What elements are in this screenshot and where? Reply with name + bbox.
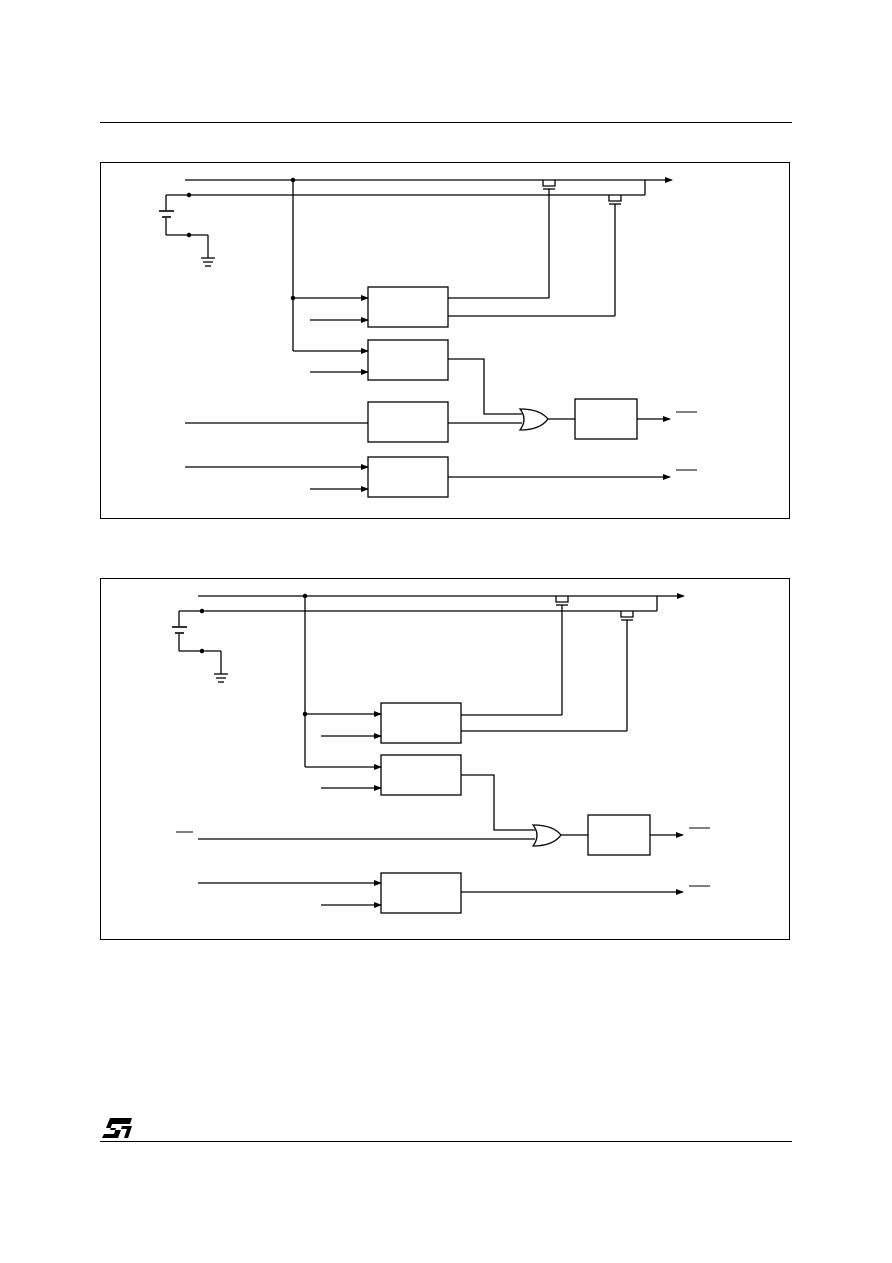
st-logo <box>102 1118 132 1138</box>
or-gate <box>518 408 549 431</box>
header-rule <box>100 122 792 123</box>
ground-icon <box>201 235 215 267</box>
block-1 <box>367 286 449 328</box>
schematic-bottom <box>172 593 710 914</box>
or-gate <box>531 824 562 847</box>
footer-rule <box>100 1141 792 1142</box>
block-3 <box>367 401 449 443</box>
block-3 <box>380 872 462 914</box>
switch-transistor-1 <box>542 180 556 298</box>
output-block <box>587 814 651 856</box>
block-2 <box>367 339 449 381</box>
switch-transistor-2 <box>608 195 622 316</box>
battery-icon <box>172 611 221 652</box>
schematic-frame-bottom <box>100 578 790 940</box>
block-2 <box>380 754 462 796</box>
ground-icon <box>214 651 228 683</box>
switch-transistor-2 <box>620 611 634 731</box>
switch-transistor-1 <box>555 596 569 715</box>
schematic-top <box>159 177 697 498</box>
block-1 <box>380 702 462 744</box>
output-block <box>574 398 638 440</box>
battery-icon <box>159 195 208 236</box>
block-4 <box>367 456 449 498</box>
